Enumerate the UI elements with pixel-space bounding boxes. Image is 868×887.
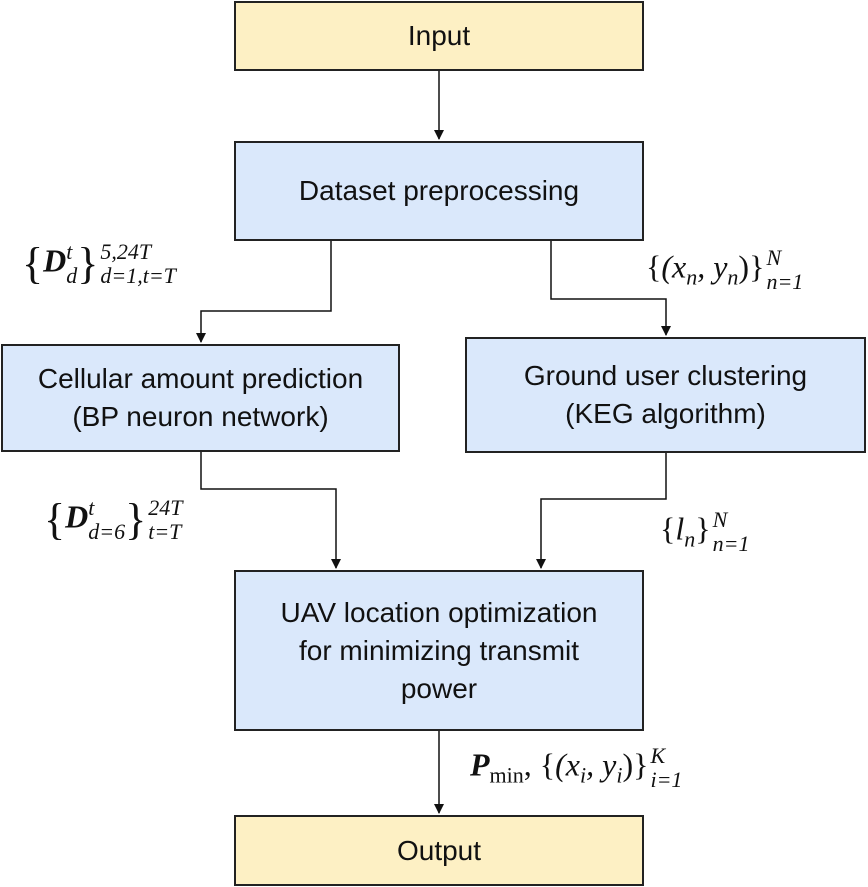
label-dataset-day6-upper: 24T	[148, 495, 183, 520]
label-user-coords-y: , y	[697, 248, 728, 285]
label-dataset-full-sub: d	[66, 263, 78, 288]
label-result-x: (x	[555, 746, 580, 783]
label-dataset-day6-sub: d=6	[88, 519, 126, 544]
label-cluster-lower: n=1	[712, 531, 750, 556]
clustering-line2: (KEG algorithm)	[565, 398, 766, 429]
optimization-line3: power	[400, 672, 478, 704]
output-label: Output	[396, 834, 482, 866]
label-result-sub: min	[489, 762, 524, 788]
label-result-y: , y	[586, 746, 617, 783]
prediction-line2: (BP neuron network)	[72, 401, 329, 432]
label-result-sub1: i	[580, 762, 587, 788]
label-dataset-day6-base: D	[65, 498, 89, 535]
label-user-coords-x: (x	[661, 248, 687, 285]
arrow-clustering-to-optimization	[536, 453, 667, 569]
label-user-coords-close: )	[738, 248, 750, 285]
label-dataset-full-lower: d=1,t=T	[100, 263, 176, 288]
label-dataset-full-upper: 5,24T	[100, 239, 152, 264]
clustering-line1: Ground user clustering	[523, 360, 808, 391]
label-cluster-sub: n	[684, 526, 696, 552]
label-user-coords-sub2: n	[727, 264, 739, 290]
label-dataset-full-sup: t	[66, 239, 73, 264]
label-cluster-base: l	[675, 510, 685, 547]
optimization-line2: for minimizing transmit	[298, 634, 580, 666]
preprocessing-box: Dataset preprocessing	[234, 141, 644, 241]
label-result-sub2: i	[616, 762, 623, 788]
prediction-line1: Cellular amount prediction	[37, 363, 364, 394]
label-result-lower: i=1	[650, 767, 683, 792]
prediction-box: Cellular amount prediction (BP neuron ne…	[1, 344, 400, 452]
label-result-base: P	[470, 746, 490, 783]
arrow-preprocessing-to-clustering	[550, 241, 671, 336]
optimization-box: UAV location optimization for minimizing…	[234, 570, 644, 731]
label-dataset-day6-sup: t	[88, 495, 95, 520]
label-dataset-full-base: D	[43, 242, 67, 279]
label-cluster-upper: N	[712, 507, 728, 532]
label-user-coords-upper: N	[766, 245, 782, 270]
input-box: Input	[234, 1, 644, 71]
label-dataset-day6-lower: t=T	[148, 519, 182, 544]
arrow-preprocessing-to-prediction	[196, 241, 332, 343]
arrow-prediction-to-optimization	[200, 452, 341, 569]
input-label: Input	[407, 20, 471, 51]
label-result-close: )	[622, 746, 634, 783]
optimization-line1: UAV location optimization	[280, 596, 598, 628]
label-user-coords-lower: n=1	[766, 269, 804, 294]
clustering-box: Ground user clustering (KEG algorithm)	[465, 337, 866, 453]
label-result-upper: K	[650, 743, 666, 768]
label-user-coords-sub1: n	[686, 264, 698, 290]
output-box: Output	[234, 815, 644, 886]
preprocessing-label: Dataset preprocessing	[298, 175, 580, 206]
